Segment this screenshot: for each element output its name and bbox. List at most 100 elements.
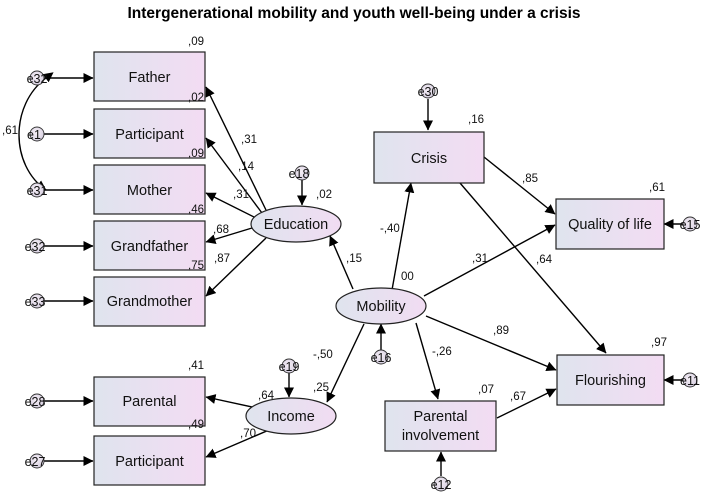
coef-mobility-income: -,50 <box>313 349 333 361</box>
path-crisis-qol <box>483 156 556 215</box>
node-education-label: Education <box>264 217 329 233</box>
node-mobility: Mobility <box>335 287 427 325</box>
node-participant-income-label: Participant <box>115 454 184 470</box>
path-mobility-qol <box>423 224 556 297</box>
r2-participant-education: ,02 <box>188 92 204 104</box>
node-father-label: Father <box>129 70 171 86</box>
node-grandfather-label: Grandfather <box>111 239 189 255</box>
error-grandmother: e33 <box>25 293 46 309</box>
coef-crisis-quality-of-life: ,85 <box>522 173 538 185</box>
r-squared-values: ,09 ,02 ,09 ,46 ,75 ,02 ,41 ,49 ,25 00 ,… <box>188 36 667 431</box>
path-mobility-parental-involvement <box>415 322 441 400</box>
latent-variables: Education Income Mobility <box>245 205 427 435</box>
node-mother-label: Mother <box>127 183 172 199</box>
error-income: e19 <box>279 358 300 374</box>
error-crisis-label: e30 <box>418 85 439 99</box>
node-participant-education-label: Participant <box>115 127 184 143</box>
error-education-label: e18 <box>289 167 310 181</box>
r2-mother: ,09 <box>188 148 204 160</box>
path-education-grandfather <box>205 227 253 245</box>
error-parental-income-label: e28 <box>25 395 46 409</box>
path-mobility-income <box>326 323 365 403</box>
coef-mobility-flourishing: ,89 <box>493 325 509 337</box>
error-quality-of-life: e15 <box>680 216 701 232</box>
error-parental-involvement: e12 <box>431 476 452 492</box>
node-quality-of-life-label: Quality of life <box>568 217 652 233</box>
coef-education-grandfather: ,68 <box>213 224 229 236</box>
error-parental-involvement-label: e12 <box>431 478 452 492</box>
coef-mobility-parental-involvement: -,26 <box>432 346 452 358</box>
error-mother-label: e31 <box>27 184 48 198</box>
coef-crisis-flourishing: ,64 <box>536 254 553 266</box>
node-mother: Mother <box>93 164 206 215</box>
node-participant-education: Participant <box>93 108 206 159</box>
node-crisis-label: Crisis <box>411 151 447 167</box>
observed-variables: Father Participant Mother Grandfather Gr… <box>93 51 665 486</box>
node-income-label: Income <box>267 409 315 425</box>
path-parental-involvement-flourishing <box>496 388 557 419</box>
node-education: Education <box>250 205 342 243</box>
coef-mobility-crisis: -,40 <box>380 223 400 235</box>
coef-education-participant: ,14 <box>238 161 255 173</box>
node-parental-involvement-label-1: Parental <box>413 409 467 425</box>
error-income-label: e19 <box>279 360 300 374</box>
node-father: Father <box>93 51 206 102</box>
error-crisis: e30 <box>418 83 439 99</box>
path-mobility-crisis <box>391 182 415 291</box>
node-grandmother: Grandmother <box>93 276 206 327</box>
node-participant-income: Participant <box>93 435 206 486</box>
r2-grandfather: ,46 <box>188 204 204 216</box>
r2-parental-involvement: ,07 <box>478 384 494 396</box>
r2-father: ,09 <box>188 36 204 48</box>
path-education-father <box>205 86 267 211</box>
node-crisis: Crisis <box>373 131 485 184</box>
node-income: Income <box>245 397 337 435</box>
path-mobility-education <box>329 235 354 290</box>
node-flourishing-label: Flourishing <box>575 373 646 389</box>
error-parental-income: e28 <box>25 393 46 409</box>
r2-crisis: ,16 <box>468 114 484 126</box>
coef-education-grandmother: ,87 <box>214 253 230 265</box>
path-crisis-flourishing <box>459 182 607 354</box>
path-income-participant <box>205 426 277 458</box>
coef-father-mother-covariance: ,61 <box>2 125 18 137</box>
error-mobility-label: e16 <box>371 351 392 365</box>
error-grandfather: e32 <box>25 238 46 254</box>
node-mobility-label: Mobility <box>356 299 406 315</box>
error-participant-income-label: e27 <box>25 455 46 469</box>
error-flourishing-label: e11 <box>680 374 700 388</box>
error-participant-education: e1 <box>27 126 45 142</box>
coef-income-participant: ,70 <box>240 428 256 440</box>
error-mother: e31 <box>27 182 48 198</box>
error-education: e18 <box>289 165 310 181</box>
paths <box>18 72 683 476</box>
path-coefficients: ,31 ,14 ,31 ,68 ,87 ,61 ,15 -,50 ,64 ,70… <box>2 125 553 440</box>
node-parental-involvement: Parental involvement <box>384 400 497 452</box>
error-grandfather-label: e32 <box>25 240 46 254</box>
error-father-label: e32 <box>27 72 48 86</box>
r2-quality-of-life: ,61 <box>649 182 665 194</box>
node-grandfather: Grandfather <box>93 220 206 271</box>
r2-flourishing: ,97 <box>651 337 667 349</box>
diagram-title: Intergenerational mobility and youth wel… <box>127 5 580 22</box>
node-parental-involvement-label-2: involvement <box>402 428 479 444</box>
error-flourishing: e11 <box>680 372 700 388</box>
r2-mobility: 00 <box>401 271 414 283</box>
path-education-grandmother <box>205 237 267 297</box>
error-terms: e32 e1 e31 e32 e33 e28 e27 e18 <box>25 70 701 492</box>
error-grandmother-label: e33 <box>25 295 46 309</box>
coef-education-father: ,31 <box>241 134 257 146</box>
path-education-mother <box>205 192 257 219</box>
node-parental-income-label: Parental <box>122 394 176 410</box>
node-flourishing: Flourishing <box>556 354 665 406</box>
error-participant-education-label: e1 <box>27 128 41 142</box>
coef-income-parental: ,64 <box>258 390 275 402</box>
r2-participant-income: ,49 <box>188 419 204 431</box>
node-parental-income: Parental <box>93 376 206 427</box>
error-father: e32 <box>27 70 48 86</box>
coef-mobility-education: ,15 <box>346 253 362 265</box>
coef-parental-involvement-flourishing: ,67 <box>510 391 526 403</box>
node-grandmother-label: Grandmother <box>107 294 193 310</box>
error-quality-of-life-label: e15 <box>680 218 701 232</box>
